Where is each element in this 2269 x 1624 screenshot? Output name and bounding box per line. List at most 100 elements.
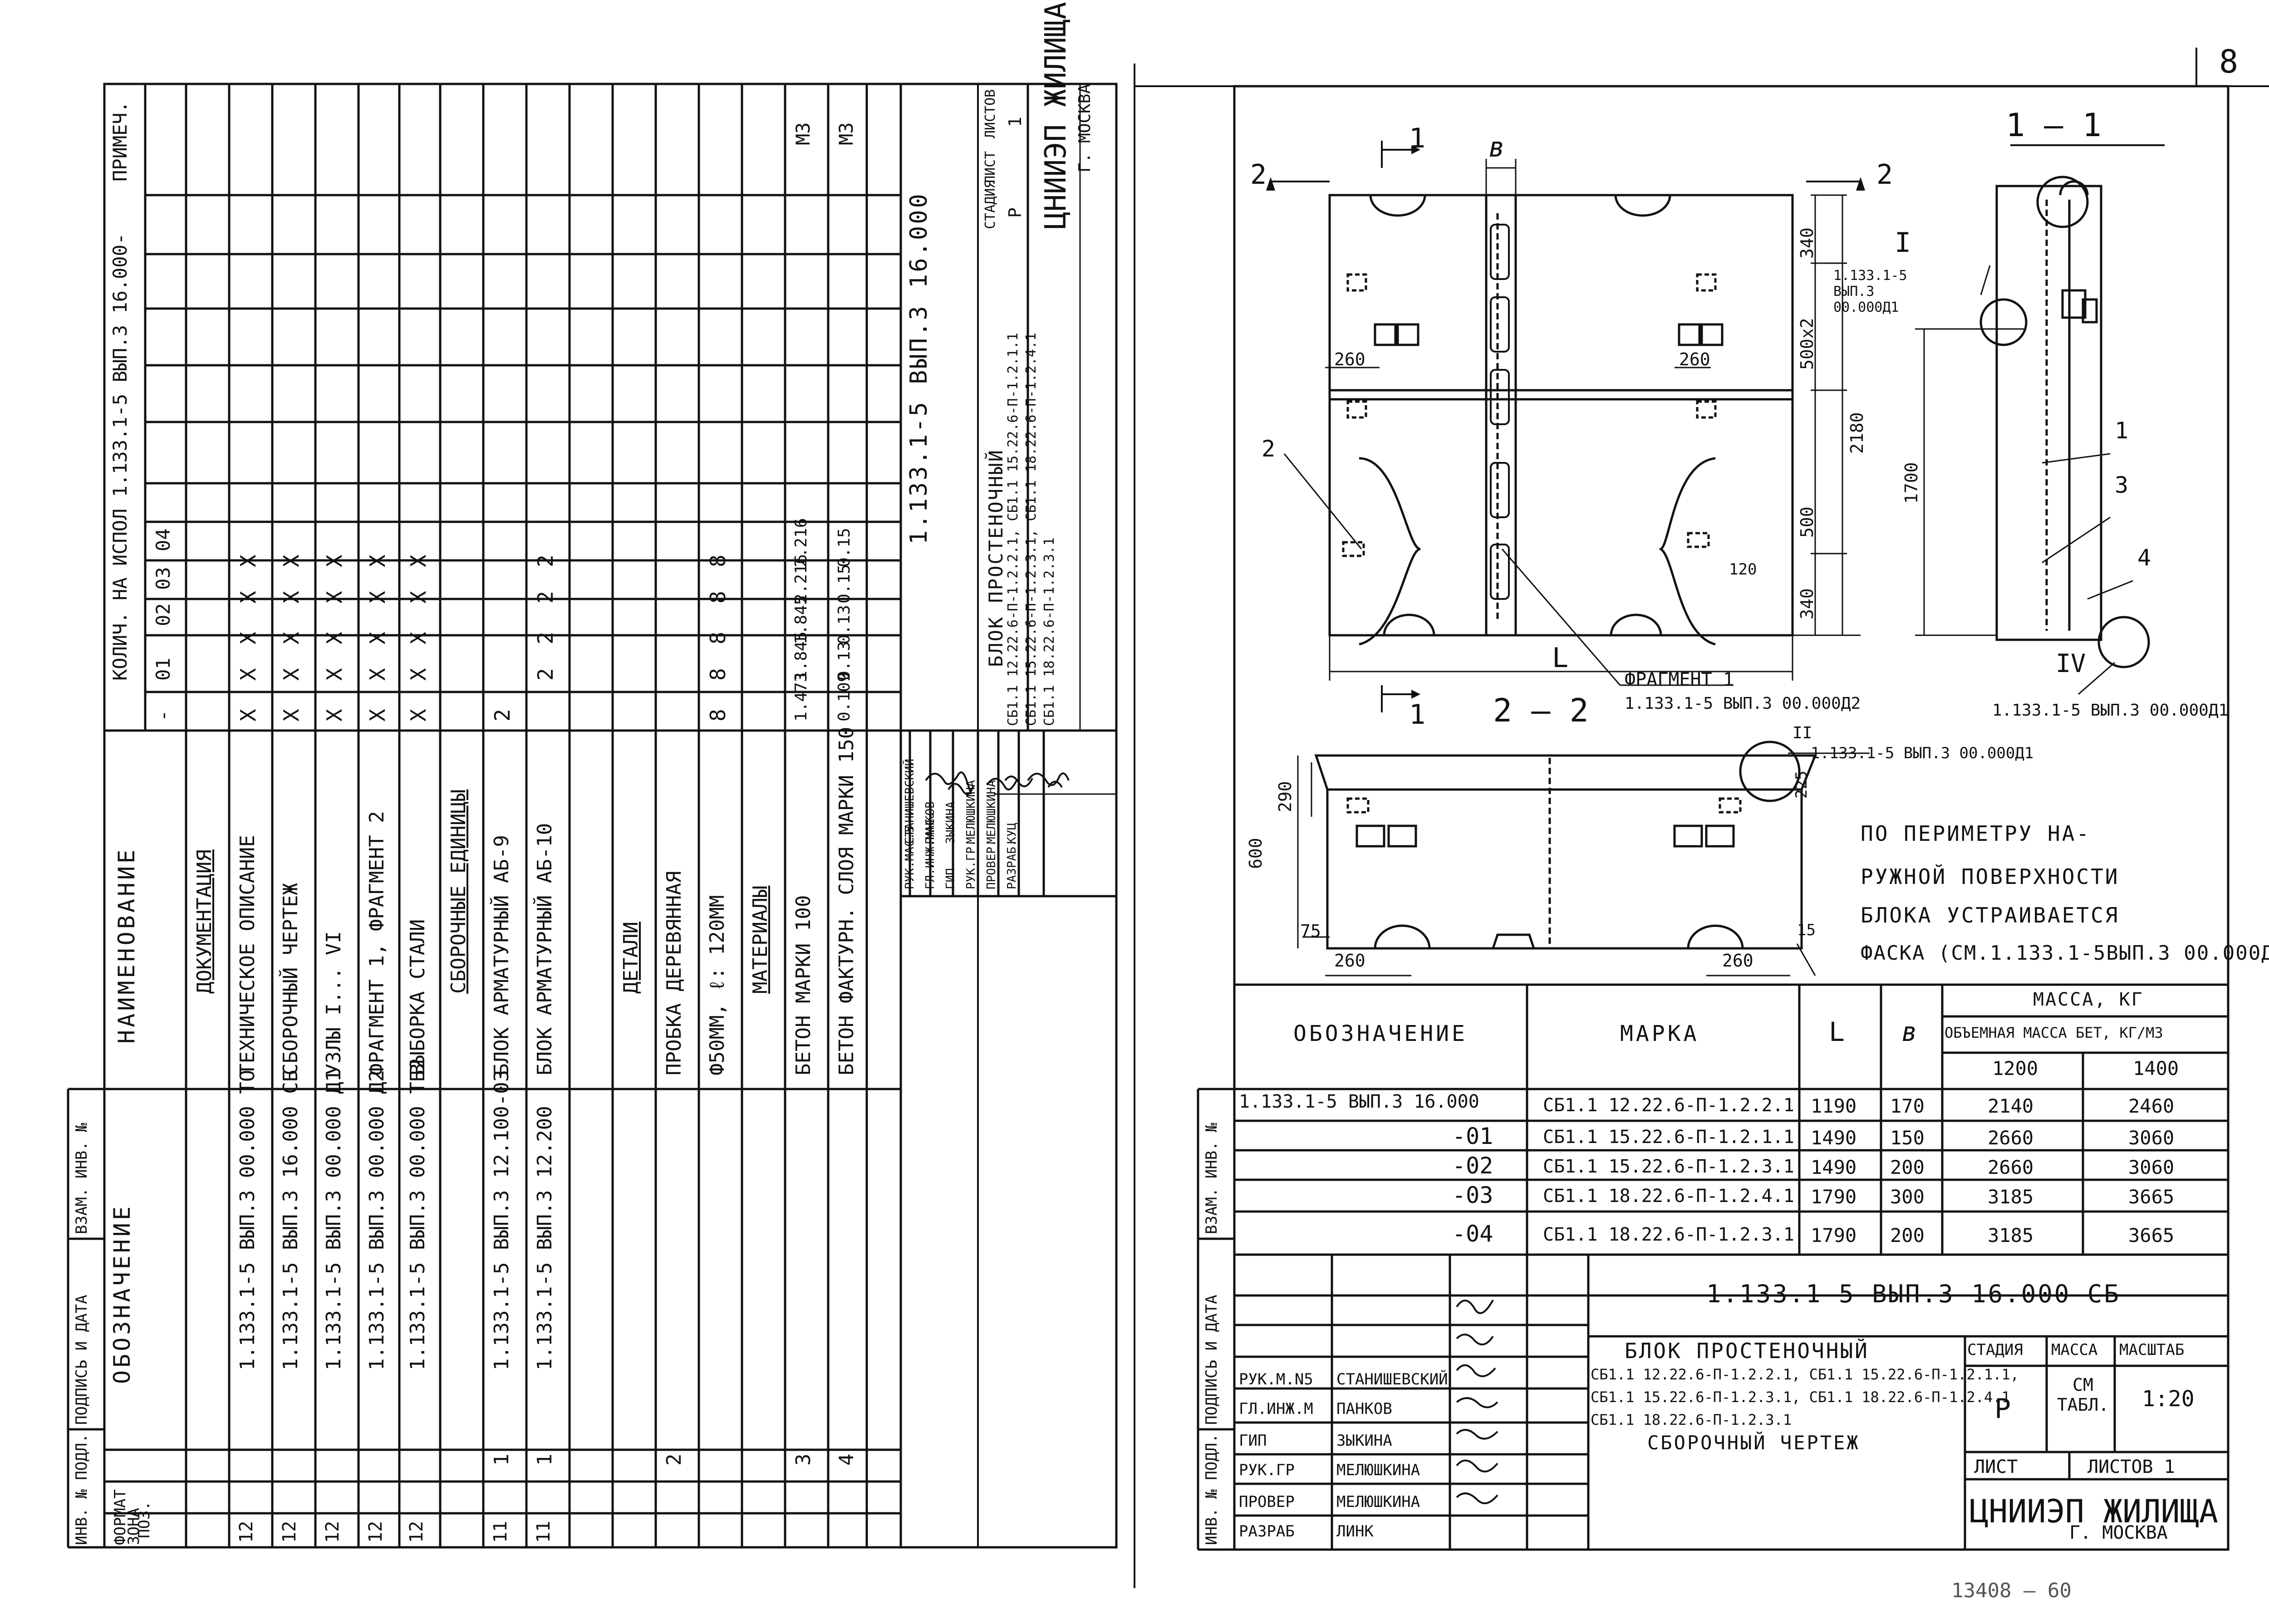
dim-1700: 1700 (1901, 462, 1921, 504)
row-qty: 8 (706, 709, 730, 721)
left-header-qty: КОЛИЧ. НА ИСПОЛ 1.133.1-5 ВЫП.3 16.000- (109, 233, 131, 681)
left-stage-value: Р (1005, 207, 1025, 218)
table-row-b: 150 (1890, 1127, 1925, 1149)
row-qty: X (365, 632, 390, 644)
note-line-4: ФАСКА (СМ.1.133.1-5ВЫП.3 00.000Д1) (1861, 942, 2269, 965)
left-header-designation: ОБОЗНАЧЕНИЕ (109, 1203, 135, 1384)
row-name: УЗЛЫ I... VI (322, 931, 345, 1075)
note-line-3: БЛОКА УСТРАИВАЕТСЯ (1861, 903, 2120, 927)
dim-340-bottom: 340 (1797, 588, 1817, 619)
note-line-2: РУЖНОЙ ПОВЕРХНОСТИ (1861, 864, 2120, 889)
mass-value: СМ ТАБЛ. (2057, 1375, 2109, 1415)
row-format: 12 (236, 1521, 257, 1543)
row-qty: 2 (490, 709, 515, 721)
left-stage-label: ЛИСТ (982, 151, 998, 184)
row-qty: X (406, 709, 431, 721)
row-designation: 1.133.1-5 ВЫП.3 00.000 Д1 (322, 1070, 345, 1370)
row-name: ВЫБОРКА СТАЛИ (406, 919, 429, 1075)
row-qty: X (406, 668, 431, 681)
left-side-label-replace: ВЗАМ. ИНВ. № (73, 1123, 91, 1234)
left-side-label-sign: ПОДПИСЬ И ДАТА (73, 1295, 91, 1425)
table-row-mark: СБ1.1 18.22.6-П-1.2.3.1 (1543, 1224, 1794, 1245)
left-stage-value: 1 (1005, 117, 1025, 127)
row-note: М3 (792, 122, 814, 145)
row-qty: X (406, 591, 431, 603)
row-qty: X (365, 591, 390, 603)
table-row-designation: -01 (1452, 1123, 1493, 1149)
table-row-mass-1200: 3185 (1988, 1224, 2034, 1246)
row-qty: X (365, 709, 390, 721)
left-signer-role: РАЗРАБ. (1005, 839, 1019, 889)
row-qty: X (279, 668, 304, 681)
node-IV-ref: 1.133.1-5 ВЫП.3 00.000Д1 (1992, 701, 2229, 720)
table-row-mass-1200: 2140 (1988, 1095, 2034, 1117)
right-signer-name: МЕЛЮШКИНА (1336, 1493, 1420, 1511)
dim-15: 15 (1797, 921, 1816, 939)
table-header-1400: 1400 (2133, 1057, 2179, 1079)
row-qty: X (279, 591, 304, 603)
row-name: СБОРОЧНЫЕ ЕДИНИЦЫ (447, 789, 470, 994)
variant-col-4: 04 (152, 528, 174, 551)
right-side-label-sign: ПОДПИСЬ И ДАТА (1203, 1295, 1221, 1425)
table-row-mark: СБ1.1 12.22.6-П-1.2.2.1 (1543, 1095, 1794, 1116)
right-signer-role: ГЛ.ИНЖ.М (1239, 1400, 1313, 1418)
table-row-b: 200 (1890, 1156, 1925, 1178)
row-pos: 2 (663, 1453, 686, 1466)
width-b-label: в (1488, 132, 1505, 163)
row-qty: 0.15 (835, 528, 854, 567)
table-row-l: 1490 (1811, 1156, 1857, 1178)
row-name: БЛОК АРМАТУРНЫЙ АБ-9 (490, 835, 513, 1075)
left-side-label-inv: ИНВ. № ПОДЛ. (73, 1433, 91, 1545)
row-designation: 1.133.1-5 ВЫП.3 00.000 ТО (236, 1070, 259, 1370)
left-org: ЦНИИЭП ЖИЛИЩА (1039, 2, 1073, 229)
cut-2-right: 2 (1876, 159, 1893, 191)
table-row-mass-1400: 3665 (2128, 1186, 2175, 1208)
title-name: БЛОК ПРОСТЕНОЧНЫЙ (1625, 1339, 1869, 1363)
row-name: МАТЕРИАЛЫ (749, 885, 772, 994)
right-signer-name: МЕЛЮШКИНА (1336, 1461, 1420, 1479)
row-pos: 1 (533, 1453, 556, 1466)
dim-260-c: 260 (1334, 951, 1365, 971)
table-header-1200: 1200 (1992, 1057, 2038, 1079)
row-pos: 3 (792, 1453, 815, 1466)
table-row-l: 1790 (1811, 1224, 1857, 1246)
row-name: БЕТОН ФАКТУРН. СЛОЯ МАРКИ 150 (835, 726, 858, 1075)
left-signer-role: ПРОВЕР. (985, 839, 998, 889)
callout-1: 1 (2115, 417, 2129, 444)
row-format: 12 (322, 1521, 343, 1543)
table-row-mass-1200: 3185 (1988, 1186, 2034, 1208)
note-line-1: ПО ПЕРИМЕТРУ НА- (1861, 821, 2091, 846)
row-qty: X (322, 591, 347, 603)
row-qty: X (236, 632, 260, 644)
right-signer-role: РАЗРАБ (1239, 1522, 1295, 1541)
right-signer-role: ПРОВЕР (1239, 1493, 1295, 1511)
row-name: БЛОК АРМАТУРНЫЙ АБ-10 (533, 823, 556, 1075)
left-signer-role: РУК.ГР. (964, 839, 978, 889)
callout-2: 2 (1262, 436, 1276, 462)
row-pos: 4 (835, 1453, 858, 1466)
left-signer-name: СТАНИШЕВСКИЙ (903, 759, 917, 844)
dim-260-b: 260 (1679, 349, 1710, 369)
row-format: 12 (365, 1521, 386, 1543)
org-city: Г. МОСКВА (2069, 1522, 2168, 1543)
table-row-designation: -02 (1452, 1153, 1493, 1179)
row-qty: X (322, 668, 347, 681)
row-qty: 2.216 (792, 518, 810, 567)
row-name: ПРОБКА ДЕРЕВЯННАЯ (663, 871, 686, 1075)
row-qty: X (236, 709, 260, 721)
row-qty: X (279, 554, 304, 567)
cut-1-bottom: 1 (1409, 699, 1426, 731)
dim-500: 500 (1797, 506, 1817, 538)
left-signer-name: МЕЛЮШКИНА (964, 780, 978, 844)
mass-label: МАССА (2051, 1341, 2098, 1359)
table-row-mass-1400: 2460 (2128, 1095, 2175, 1117)
right-frame (1233, 85, 2230, 1551)
title-marks-3: СБ1.1 18.22.6-П-1.2.3.1 (1591, 1411, 1792, 1428)
row-qty: X (365, 668, 390, 681)
table-row-designation: -04 (1452, 1221, 1493, 1247)
row-format: 12 (406, 1521, 427, 1543)
left-frame (103, 83, 1118, 1549)
row-qty: 8 (706, 591, 730, 603)
table-row-designation: -03 (1452, 1182, 1493, 1208)
row-qty: 8 (706, 554, 730, 567)
